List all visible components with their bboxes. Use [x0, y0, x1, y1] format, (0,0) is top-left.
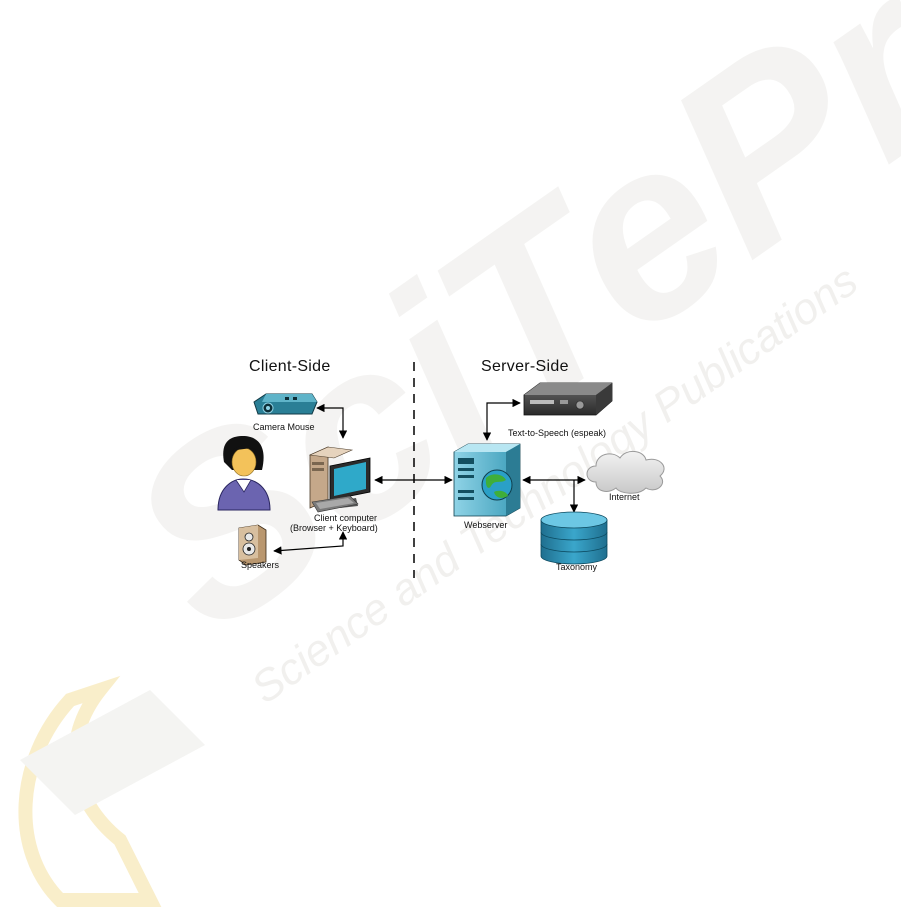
speakers-icon [239, 525, 266, 565]
tts-device-icon [524, 383, 612, 415]
taxonomy-database-icon [541, 512, 607, 564]
server-side-heading: Server-Side [481, 358, 569, 375]
internet-label: Internet [609, 492, 640, 502]
webserver-icon [454, 444, 520, 516]
webserver-label: Webserver [464, 520, 507, 530]
camera-mouse-icon [254, 394, 317, 414]
client-side-heading: Client-Side [249, 358, 331, 375]
watermark-logo-icon [20, 690, 205, 900]
internet-cloud-icon [587, 451, 664, 493]
speakers-label: Speakers [241, 560, 280, 570]
taxonomy-label: Taxonomy [556, 562, 598, 572]
camera-mouse-label: Camera Mouse [253, 422, 315, 432]
tts-label: Text-to-Speech (espeak) [508, 428, 606, 438]
client-computer-label-line2: (Browser + Keyboard) [290, 523, 378, 533]
client-computer-label-line1: Client computer [314, 513, 377, 523]
